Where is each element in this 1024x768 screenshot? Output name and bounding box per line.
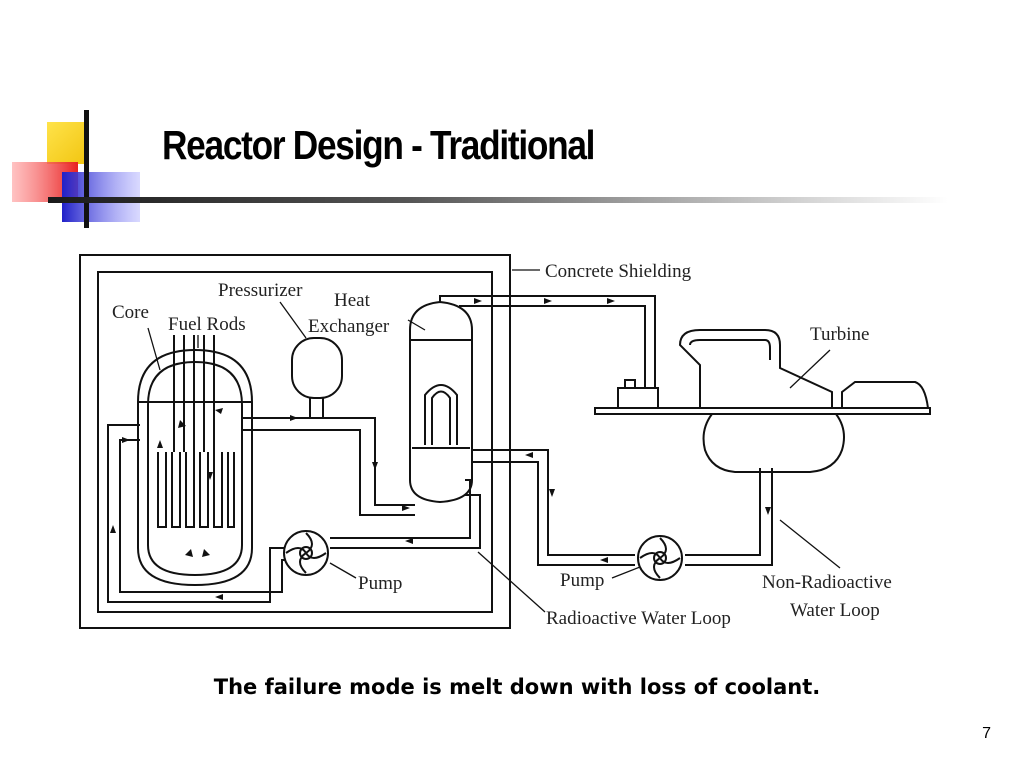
label-water-loop: Water Loop xyxy=(790,600,880,621)
vertical-bar xyxy=(84,110,89,228)
label-pump-secondary: Pump xyxy=(560,570,604,591)
title-underline xyxy=(48,197,948,203)
label-pressurizer: Pressurizer xyxy=(218,280,303,301)
secondary-pump xyxy=(637,535,683,581)
reactor-diagram: Concrete Shielding Pressurizer Heat Exch… xyxy=(79,254,931,629)
slide-caption: The failure mode is melt down with loss … xyxy=(213,675,821,699)
heat-exchanger xyxy=(409,300,473,504)
primary-pump xyxy=(283,530,329,576)
corner-decoration xyxy=(12,110,140,228)
slide-title: Reactor Design - Traditional xyxy=(162,122,595,168)
label-turbine: Turbine xyxy=(810,324,869,345)
turbine-casing xyxy=(678,329,833,409)
primary-return xyxy=(107,424,285,603)
reactor-vessel-inner xyxy=(147,360,243,577)
label-exchanger: Exchanger xyxy=(308,316,390,337)
concrete-shielding-outer xyxy=(79,254,511,629)
fuel-rods xyxy=(157,335,235,528)
primary-cold-leg xyxy=(330,494,481,549)
pressurizer-tank xyxy=(291,337,343,399)
feedwater-line xyxy=(472,449,635,556)
primary-hot-leg xyxy=(242,417,415,506)
steam-line xyxy=(439,295,656,388)
label-non-radioactive: Non-Radioactive xyxy=(762,572,892,593)
label-concrete-shielding: Concrete Shielding xyxy=(545,261,692,282)
generator xyxy=(841,381,930,409)
label-pump-primary: Pump xyxy=(358,573,402,594)
page-number: 7 xyxy=(982,725,991,742)
label-fuel-rods: Fuel Rods xyxy=(168,314,246,335)
label-core: Core xyxy=(112,302,149,323)
condenser xyxy=(702,413,845,473)
yellow-square xyxy=(47,122,89,164)
reactor-vessel xyxy=(137,348,253,587)
concrete-shielding-inner xyxy=(97,271,493,613)
label-heat: Heat xyxy=(334,290,371,311)
label-radioactive-loop: Radioactive Water Loop xyxy=(546,608,731,629)
